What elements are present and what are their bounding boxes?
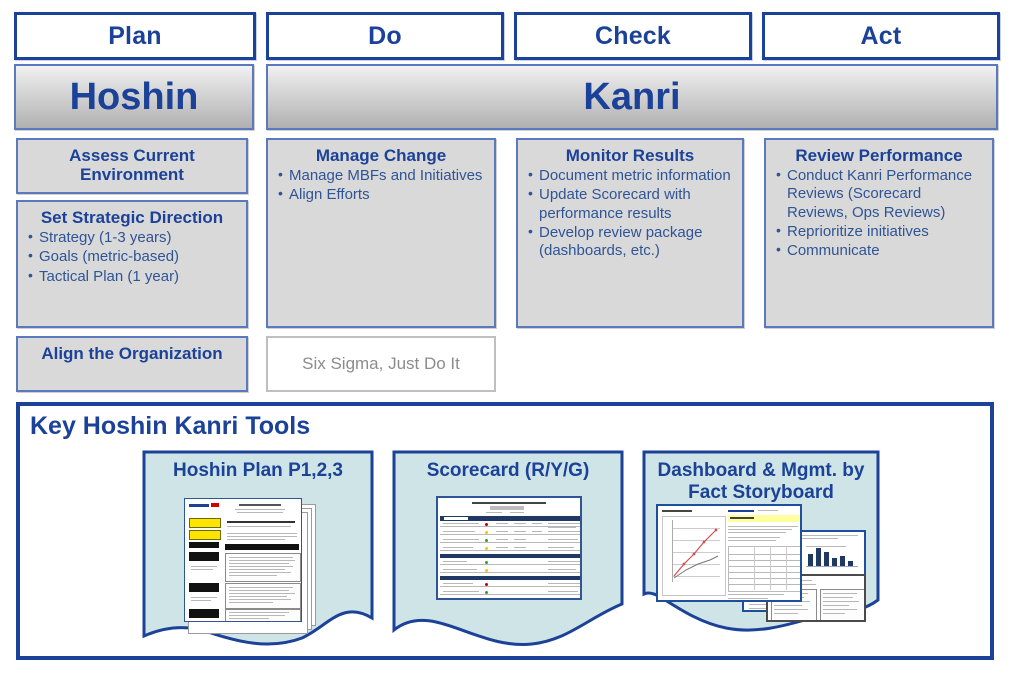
list-item: Strategy (1-3 years) <box>26 228 238 247</box>
act-box-review-performance: Review Performance Conduct Kanri Perform… <box>764 138 994 328</box>
plan-box-strategic-direction: Set Strategic Direction Strategy (1-3 ye… <box>16 200 248 328</box>
pdca-label-plan: Plan <box>108 21 162 50</box>
pdca-label-do: Do <box>368 21 402 50</box>
list-item: Communicate <box>774 241 984 260</box>
key-tools-title: Key Hoshin Kanri Tools <box>30 412 311 440</box>
tool-card-scorecard-title: Scorecard (R/Y/G) <box>426 460 590 481</box>
tool-card-hoshin-plan-title: Hoshin Plan P1,2,3 <box>173 460 343 481</box>
check-box-monitor-results-heading: Monitor Results <box>565 146 695 165</box>
banner-hoshin-label: Hoshin <box>69 76 199 118</box>
plan-box-align-organization: Align the Organization <box>16 336 248 392</box>
do-note-six-sigma: Six Sigma, Just Do It <box>266 336 496 392</box>
pdca-label-check: Check <box>594 21 672 50</box>
thumbnail-stacked-plan-document <box>182 498 332 634</box>
banner-kanri-label: Kanri <box>583 76 681 118</box>
thumbnail-dashboard-screens <box>656 504 870 624</box>
tool-card-dashboard[interactable]: Dashboard & Mgmt. by Fact Storyboard <box>642 450 880 648</box>
plan-box-align-organization-heading: Align the Organization <box>41 344 223 363</box>
thumbnail-scorecard-table <box>436 496 582 600</box>
plan-box-assess: Assess Current Environment <box>16 138 248 194</box>
check-box-monitor-results-list: Document metric information Update Score… <box>526 166 734 261</box>
list-item: Develop review package (dashboards, etc.… <box>526 223 734 261</box>
tool-card-scorecard[interactable]: Scorecard (R/Y/G) <box>392 450 624 648</box>
list-item: Reprioritize initiatives <box>774 222 984 241</box>
banner-kanri: Kanri <box>266 64 998 130</box>
list-item: Align Efforts <box>276 185 486 204</box>
list-item: Conduct Kanri Performance Reviews (Score… <box>774 166 984 222</box>
list-item: Update Scorecard with performance result… <box>526 185 734 223</box>
pdca-header-plan[interactable]: Plan <box>14 12 256 60</box>
do-box-manage-change-list: Manage MBFs and Initiatives Align Effort… <box>276 166 486 205</box>
do-box-manage-change: Manage Change Manage MBFs and Initiative… <box>266 138 496 328</box>
banner-hoshin: Hoshin <box>14 64 254 130</box>
list-item: Manage MBFs and Initiatives <box>276 166 486 185</box>
list-item: Goals (metric-based) <box>26 247 238 266</box>
tool-card-dashboard-title: Dashboard & Mgmt. by Fact Storyboard <box>657 460 865 504</box>
act-box-review-performance-list: Conduct Kanri Performance Reviews (Score… <box>774 166 984 260</box>
list-item: Document metric information <box>526 166 734 185</box>
pdca-header-do[interactable]: Do <box>266 12 504 60</box>
do-box-manage-change-heading: Manage Change <box>315 146 447 165</box>
pdca-header-check[interactable]: Check <box>514 12 752 60</box>
do-note-six-sigma-label: Six Sigma, Just Do It <box>302 354 460 373</box>
list-item: Tactical Plan (1 year) <box>26 267 238 286</box>
act-box-review-performance-heading: Review Performance <box>795 146 963 165</box>
pdca-header-act[interactable]: Act <box>762 12 1000 60</box>
tool-card-hoshin-plan[interactable]: Hoshin Plan P1,2,3 <box>142 450 374 648</box>
line-chart-icon <box>673 528 719 579</box>
check-box-monitor-results: Monitor Results Document metric informat… <box>516 138 744 328</box>
plan-box-assess-heading: Assess Current Environment <box>69 146 195 185</box>
pdca-label-act: Act <box>860 21 902 50</box>
plan-box-strategic-direction-list: Strategy (1-3 years) Goals (metric-based… <box>26 228 238 286</box>
plan-box-strategic-direction-heading: Set Strategic Direction <box>40 208 224 227</box>
